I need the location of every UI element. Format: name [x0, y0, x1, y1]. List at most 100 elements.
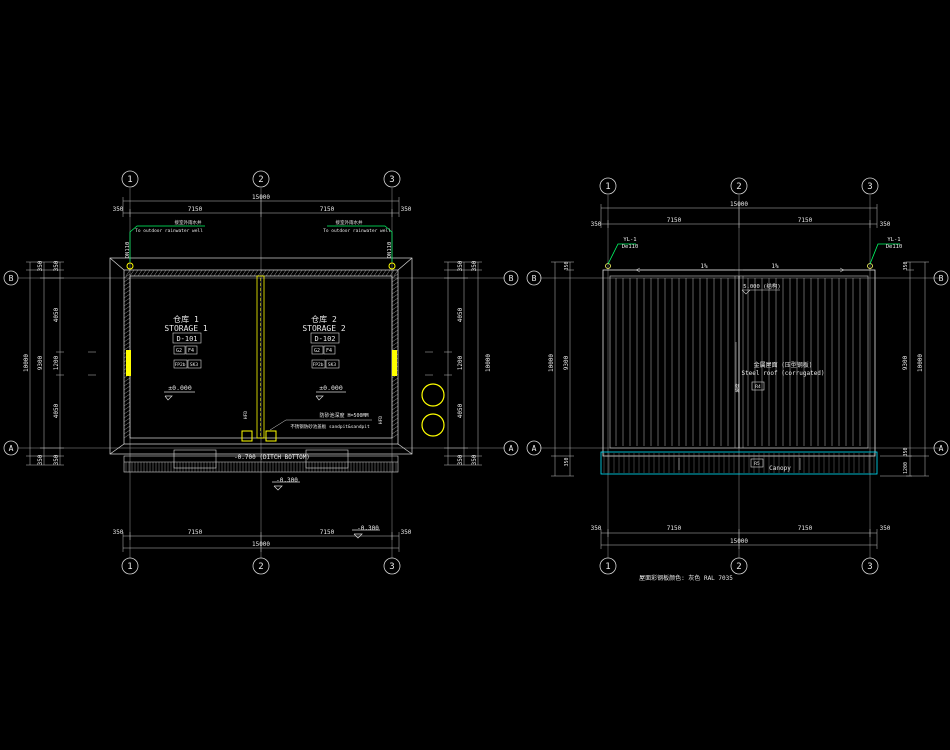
- wall-hatch-line: [229, 269, 235, 277]
- wall-hatch-line: [293, 269, 299, 277]
- wall-hatch-line: [391, 341, 399, 347]
- roof-axis-label-1-bottom: 1: [605, 562, 610, 572]
- roof-downpipe-right-size: De110: [886, 244, 903, 250]
- roof-side-ticks: [880, 455, 912, 477]
- roof-side-note: 坡度: [734, 383, 741, 392]
- plan-dim-total-top: 15000: [252, 194, 270, 201]
- wall-hatch-line: [123, 305, 131, 311]
- wall-hatch-line: [391, 309, 399, 315]
- plan-dim-left-seg-5: 4050: [53, 403, 60, 418]
- wall-hatch-line: [145, 269, 151, 277]
- room-1-tag-1: G2: [176, 348, 182, 354]
- wall-hatch-line: [123, 409, 131, 415]
- wall-hatch-line: [123, 281, 131, 287]
- wall-hatch-line: [137, 269, 143, 277]
- wall-hatch-line: [123, 309, 131, 315]
- plan-dim-right-seg-7: 350: [457, 454, 464, 465]
- plan-dim-right-seg-6: 350: [471, 454, 478, 465]
- wall-hatch-line: [123, 317, 131, 323]
- wall-hatch-line: [233, 269, 239, 277]
- roof-dim-right-outer: 10000: [917, 354, 924, 372]
- wall-hatch-line: [391, 433, 399, 439]
- plan-axis-label-a-right: A: [509, 444, 514, 453]
- plan-axis-label-2-bottom: 2: [258, 562, 263, 572]
- plan-room-tagboxes: [172, 332, 340, 369]
- wall-hatch-line: [317, 269, 323, 277]
- wall-hatch-line: [123, 401, 131, 407]
- wall-hatch-line: [261, 269, 267, 277]
- wall-hatch-line: [391, 325, 399, 331]
- wall-hatch-line: [217, 269, 223, 277]
- wall-hatch-line: [197, 269, 203, 277]
- wall-hatch-line: [123, 429, 131, 435]
- wall-hatch-line: [391, 429, 399, 435]
- wall-hatch-line: [391, 281, 399, 287]
- wall-hatch-line: [389, 269, 395, 277]
- roof-dim-right-edge-bottom: 350: [903, 447, 909, 456]
- plan-dim-edge-left-top: 350: [113, 206, 124, 213]
- plan-dim-right-seg-4: 1200: [457, 355, 464, 370]
- wall-hatch-line: [391, 413, 399, 419]
- wall-hatch-line: [305, 269, 311, 277]
- roof-dim-edge-left-bottom: 350: [591, 525, 602, 532]
- room-1-name-cn: 仓库 1: [173, 314, 199, 324]
- plan-level-marks: [164, 391, 380, 539]
- wall-hatch-line: [349, 269, 355, 277]
- roof-axis-bubbles: [526, 177, 949, 575]
- plan-dim-left-seg-7: 350: [53, 454, 60, 465]
- plan-axis-label-3-bottom: 3: [389, 562, 394, 572]
- wall-hatch-line: [313, 269, 319, 277]
- wall-hatch-line: [391, 401, 399, 407]
- room-2-tag-3: FP2b: [313, 362, 324, 368]
- wall-hatch-line: [277, 269, 283, 277]
- wall-hatch-line: [123, 341, 131, 347]
- roof-dim-left-inner: 9300: [563, 355, 570, 370]
- wall-hatch-line: [391, 421, 399, 427]
- roof-axis-grid: [540, 195, 940, 558]
- wall-hatch-line: [391, 333, 399, 339]
- roof-slope-right: 1%: [771, 263, 779, 270]
- wall-hatch-line: [373, 269, 379, 277]
- plan-dim-right-seg-3: 4050: [457, 307, 464, 322]
- room-2-tag-4: SK3: [328, 362, 336, 368]
- plan-downpipe-right: DN110: [387, 242, 393, 259]
- roof-dim-bay-2-bottom: 7150: [798, 525, 813, 532]
- wall-hatch-line: [201, 269, 207, 277]
- wall-hatch-line: [309, 269, 315, 277]
- wall-hatch-line: [357, 269, 363, 277]
- roof-dim-bay-1-bottom: 7150: [667, 525, 682, 532]
- plan-axis-label-3-top: 3: [389, 175, 394, 185]
- plan-axis-label-b-left: B: [9, 274, 14, 283]
- plan-downpipes: [126, 262, 396, 270]
- wall-hatch-line: [123, 413, 131, 419]
- roof-axis-label-b-left: B: [532, 274, 537, 283]
- plan-dim-bay-2-bottom: 7150: [320, 529, 335, 536]
- roof-axis-label-1-top: 1: [605, 182, 610, 192]
- plan-note-left-cn: 接室外雨水井: [175, 219, 202, 226]
- roof-texts: 1 2 3 1 2 3 B A B A 15000 7150 7150 350 …: [532, 182, 944, 582]
- roof-slope-left: 1%: [700, 263, 708, 270]
- roof-dim-right-inner: 9300: [902, 355, 909, 370]
- roof-dim-edge-right-top: 350: [880, 221, 891, 228]
- wall-hatch-line: [157, 269, 163, 277]
- canopy-label: Canopy: [769, 465, 791, 472]
- plan-downpipe-left: DN110: [125, 242, 131, 259]
- wall-hatch-line: [353, 269, 359, 277]
- wall-hatch-line: [123, 289, 131, 295]
- room-1-code: D-101: [176, 335, 197, 343]
- wall-hatch-line: [391, 397, 399, 403]
- wall-hatch-line: [185, 269, 191, 277]
- plan-dim-left-seg-2: 350: [53, 260, 60, 271]
- wall-hatch-line: [169, 269, 175, 277]
- wall-hatch-line: [249, 269, 255, 277]
- wall-hatch-line: [257, 269, 263, 277]
- plan-dim-left-seg-3: 4050: [53, 307, 60, 322]
- roof-dim-edge-right-bottom: 350: [880, 525, 891, 532]
- wall-hatch-line: [377, 269, 383, 277]
- wall-hatch-line: [391, 289, 399, 295]
- wall-hatch-line: [123, 297, 131, 303]
- wall-hatch-line: [391, 337, 399, 343]
- wall-hatch-line: [123, 321, 131, 327]
- wall-hatch-line: [225, 269, 231, 277]
- plan-note-right-cn: 接室外雨水井: [336, 219, 363, 226]
